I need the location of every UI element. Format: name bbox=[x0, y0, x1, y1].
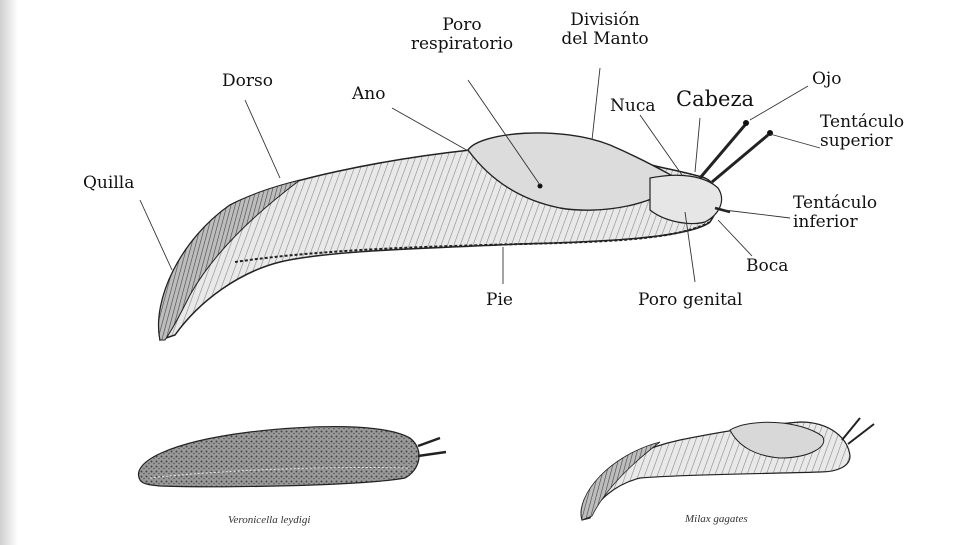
label-nuca: Nuca bbox=[610, 97, 655, 116]
leader-boca bbox=[718, 220, 752, 256]
leader-ano bbox=[392, 108, 470, 152]
leader-dorso bbox=[245, 100, 280, 178]
label-dorso: Dorso bbox=[222, 72, 273, 91]
leader-quilla bbox=[140, 200, 172, 270]
caption-veronicella: Veronicella leydigi bbox=[228, 514, 310, 526]
label-ojo: Ojo bbox=[812, 70, 841, 89]
veronicella-slug bbox=[138, 427, 446, 487]
label-boca: Boca bbox=[746, 257, 788, 276]
leader-tent-sup bbox=[770, 134, 820, 148]
label-tentaculo-superior: Tentáculo superior bbox=[820, 113, 904, 151]
label-ano: Ano bbox=[352, 85, 385, 104]
leader-division bbox=[592, 68, 600, 140]
upper-tentacle-1 bbox=[700, 125, 745, 178]
label-pie: Pie bbox=[486, 291, 513, 310]
label-poro-respiratorio: Poro respiratorio bbox=[402, 16, 522, 54]
label-cabeza: Cabeza bbox=[676, 90, 754, 109]
label-tentaculo-inferior: Tentáculo inferior bbox=[793, 194, 877, 232]
label-quilla: Quilla bbox=[83, 174, 134, 193]
label-poro-genital: Poro genital bbox=[638, 291, 742, 310]
eye-2 bbox=[767, 130, 773, 136]
label-division-del-manto: División del Manto bbox=[555, 11, 655, 49]
leader-cabeza bbox=[695, 118, 700, 172]
milax-slug bbox=[581, 418, 874, 520]
eye-1 bbox=[743, 120, 749, 126]
caption-milax: Milax gagates bbox=[685, 513, 748, 525]
upper-tentacle-2 bbox=[712, 135, 768, 182]
leader-ojo bbox=[750, 86, 808, 120]
leader-tent-inf bbox=[724, 210, 790, 218]
